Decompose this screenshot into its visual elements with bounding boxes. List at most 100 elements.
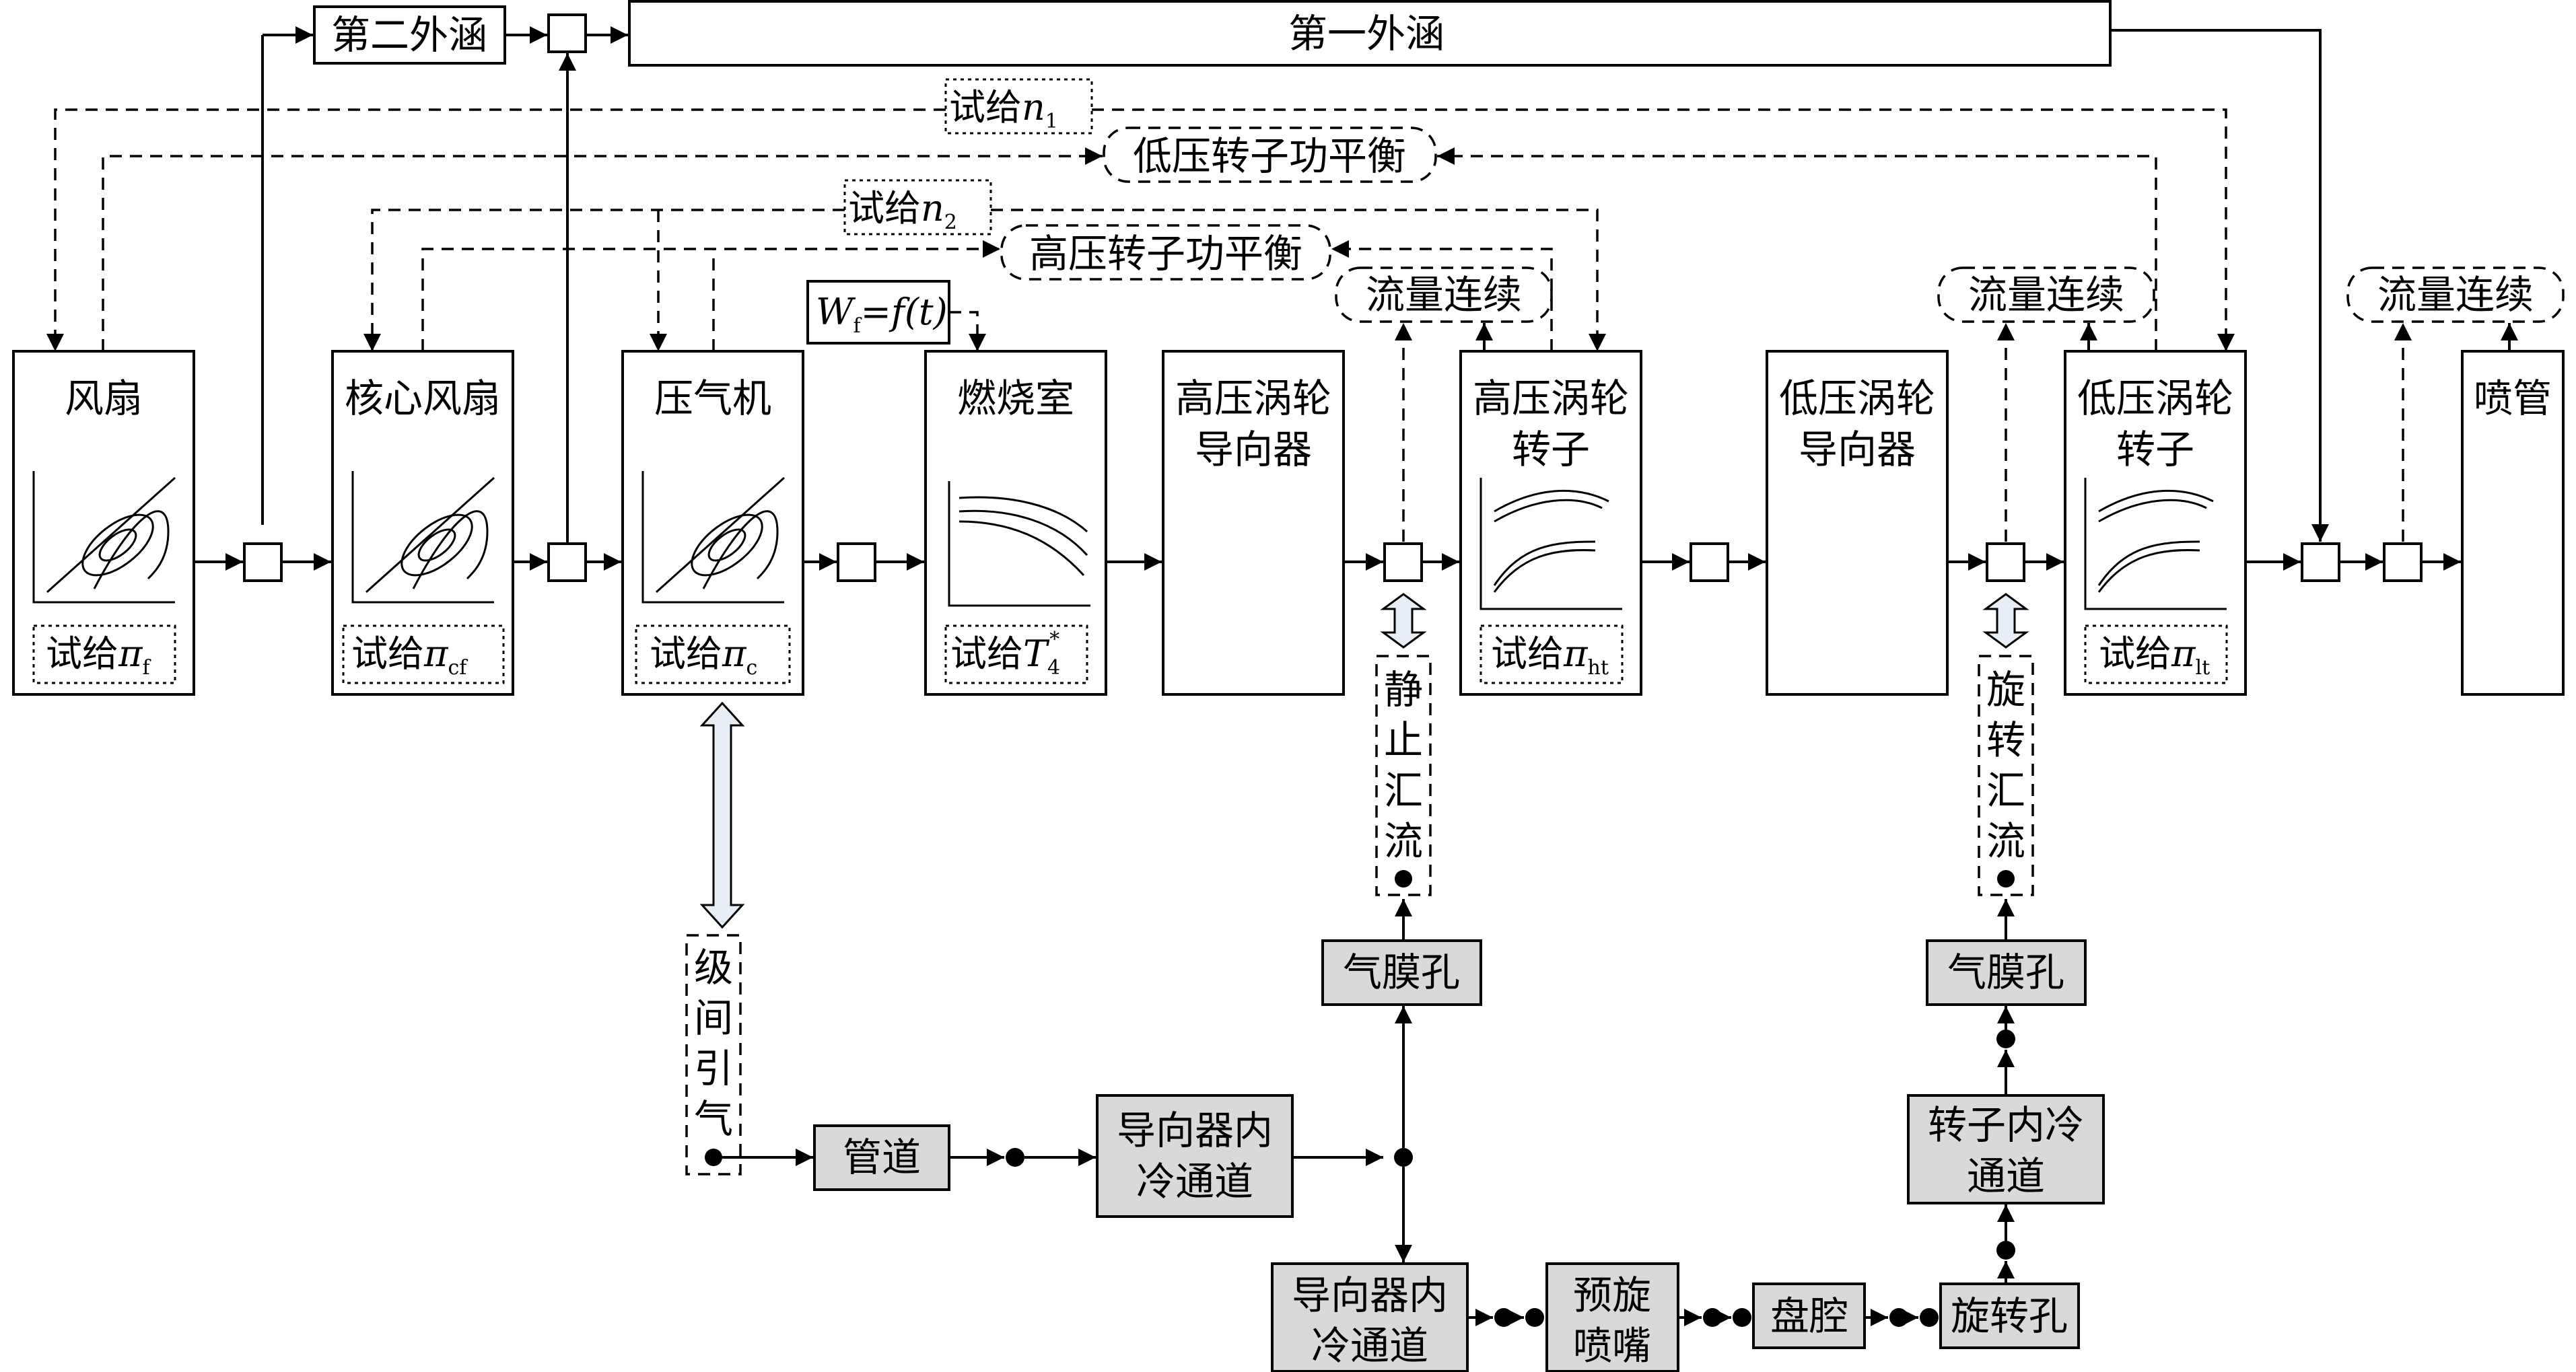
compressor-map-icon: [641, 471, 786, 604]
rotating-merge-char-2: 转: [1986, 717, 2025, 763]
flow-continuity-2: [1937, 266, 2155, 323]
combustor-label: 燃烧室: [957, 375, 1074, 421]
rotating-merge-char-1: 旋: [1986, 667, 2025, 713]
station-square-5: [1690, 542, 1729, 582]
merge-boxes: 静 止 汇 流 旋 转 汇 流 级 间 引 气: [685, 655, 2034, 1176]
flow-continuity-3: [2346, 266, 2565, 323]
vane-channel-upper-label-1: 导向器内: [1117, 1108, 1273, 1153]
mixer-square-top: [547, 13, 587, 53]
fuel-input: Wf=f(t): [806, 280, 986, 351]
hpt-ngv-box: [1162, 350, 1345, 696]
rotating-merge-box: [1978, 655, 2034, 896]
film-hole-hp-label: 气膜孔: [1343, 949, 1460, 995]
rotating-merge-char-3: 汇: [1986, 768, 2025, 814]
film-hole-lp-label: 气膜孔: [1947, 949, 2064, 995]
film-hole-hp-box: [1321, 939, 1482, 1006]
station-square-8: [2383, 542, 2423, 582]
disk-cavity-box: [1752, 1283, 1866, 1349]
preswirl-node-2: [1733, 1308, 1751, 1327]
nozzle-label: 喷管: [2474, 375, 2552, 421]
preswirl-nozzle-box: [1545, 1262, 1679, 1372]
flow-continuity-group: 流量连续 流量连续 流量连续: [1335, 266, 2565, 542]
fuel-label: Wf=f(t): [816, 291, 948, 338]
hpt-ngv-label-2: 导向器: [1195, 427, 1312, 472]
lp-balance-label: 低压转子功平衡: [1133, 133, 1406, 179]
trial-n2-box: [843, 179, 992, 236]
rotating-merge-char-4: 流: [1986, 818, 2025, 864]
nozzle-box: [2461, 350, 2565, 696]
static-merge-char-2: 止: [1384, 717, 1423, 763]
first-bypass-to-nozzle-mixer: [2110, 29, 2329, 542]
hpt-trial-box: [1480, 624, 1624, 684]
interstage-bleed-char-4: 气: [694, 1096, 733, 1142]
fan-to-lp-balance: [102, 147, 1103, 351]
rotating-hole-label: 旋转孔: [1951, 1293, 2068, 1339]
split-node: [1394, 1148, 1413, 1167]
interstage-bleed-char-2: 间: [694, 995, 733, 1041]
static-merge-double-arrow: [1380, 593, 1427, 649]
lpt-ngv-label-1: 低压涡轮: [1779, 375, 1935, 421]
trial-n1-box: [944, 78, 1093, 135]
exchange-arrows: [699, 593, 2029, 929]
vane-channel-upper-label-2: 冷通道: [1136, 1159, 1253, 1204]
station-square-7: [2301, 542, 2340, 582]
hpt-to-hp-balance: [1331, 240, 1553, 351]
balance-loops: 试给n1 低压转子功平衡 试给n2 高压转子功平衡: [46, 78, 2235, 351]
cooling-network: 气膜孔 管道 导向器内 冷通道 导向器内 冷通道 预旋 喷嘴: [722, 899, 2105, 1372]
trial-n1-label: 试给n1: [949, 86, 1058, 133]
flow-continuity-3-label: 流量连续: [2377, 272, 2534, 318]
pipe-label: 管道: [843, 1134, 921, 1180]
preswirl-label-2: 喷嘴: [1573, 1323, 1651, 1369]
components: 风扇 试给πf 核心风扇 试给πcf 压气机: [12, 350, 2565, 696]
station-square-6: [1986, 542, 2025, 582]
lpt-ngv-box: [1766, 350, 1949, 696]
compressor-trial-box: [635, 624, 791, 684]
static-merge-char-4: 流: [1384, 818, 1423, 864]
n1-to-fan: [46, 108, 946, 351]
static-merge-node: [1395, 870, 1412, 888]
rotating-merge-double-arrow: [1982, 593, 2029, 649]
n2-to-core-fan: [363, 209, 845, 351]
interstage-bleed-char-3: 引: [694, 1046, 733, 1091]
combustor-map-icon: [948, 481, 1090, 607]
core-fan-box: [331, 350, 514, 696]
lpt-ngv-label-2: 导向器: [1799, 427, 1916, 472]
lpt-trial-label: 试给πlt: [2099, 633, 2210, 680]
vane-channel-lower-label-2: 冷通道: [1311, 1323, 1428, 1369]
lpt-to-lp-balance: [1437, 147, 2157, 351]
compressor-label: 压气机: [654, 375, 771, 421]
compressor-trial-label: 试给πc: [650, 633, 757, 680]
lpt-rotor-box: [2064, 350, 2247, 696]
rotor-channel-label-1: 转子内冷: [1928, 1102, 2084, 1148]
rotor-channel-node: [1996, 1030, 2015, 1048]
pipe-node: [1006, 1148, 1024, 1167]
vane-channel-lower-box: [1271, 1262, 1469, 1372]
compressor-box: [621, 350, 804, 696]
vane-channel-upper-box: [1096, 1094, 1294, 1218]
combustor-trial-box: [944, 624, 1088, 684]
fan-label: 风扇: [65, 375, 143, 421]
rotating-hole-node: [1996, 1241, 2015, 1260]
hp-balance-label: 高压转子功平衡: [1029, 231, 1302, 277]
hpt-map-icon: [1480, 478, 1622, 610]
second-bypass-label: 第二外涵: [331, 12, 487, 58]
hpt-rotor-label-1: 高压涡轮: [1473, 375, 1629, 421]
fan-trial-label: 试给πf: [46, 633, 151, 680]
hpt-rotor-box: [1459, 350, 1642, 696]
disk-cavity-label: 盘腔: [1770, 1293, 1848, 1339]
main-flow-row: [194, 542, 2461, 582]
rotating-hole-box: [1939, 1283, 2080, 1349]
station-square-4: [1383, 542, 1423, 582]
fan-trial-box: [32, 624, 176, 684]
lpt-map-icon: [2084, 478, 2227, 610]
station-square-1: [243, 542, 283, 582]
station-square-3: [837, 542, 876, 582]
first-bypass-box: [628, 0, 2112, 67]
core-fan-trial-box: [342, 624, 505, 684]
station-square-2: [547, 542, 587, 582]
second-bypass-box: [313, 5, 506, 65]
bypass-row: 第二外涵 第一外涵: [261, 0, 2329, 544]
lpt-rotor-label-2: 转子: [2116, 427, 2194, 472]
flow-continuity-1-label: 流量连续: [1366, 272, 1522, 318]
